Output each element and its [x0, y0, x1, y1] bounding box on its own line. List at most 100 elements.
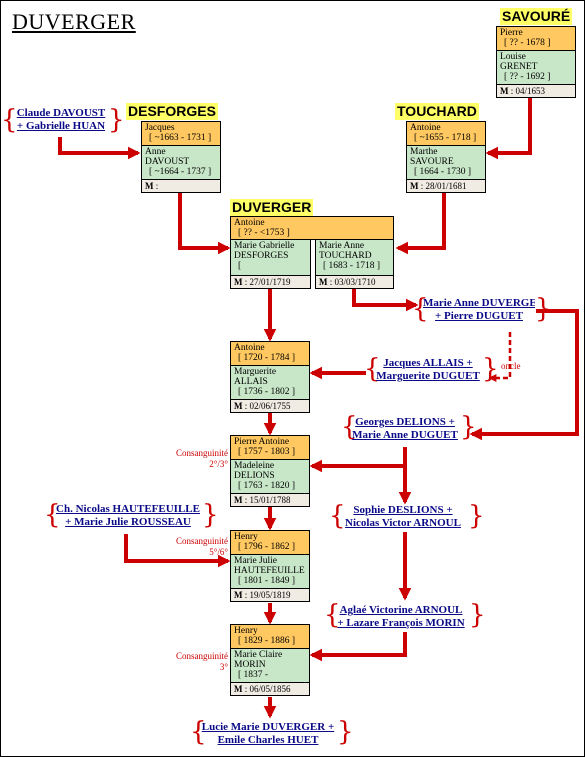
link-line-2: Marguerite DUGUET [376, 370, 480, 382]
link-davoust-huan[interactable]: Claude DAVOUST + Gabrielle HUAN [12, 107, 110, 133]
consanguinity-label: Consanguinité [176, 651, 228, 661]
oncle-label: oncle [501, 361, 521, 371]
marriage-label: M [234, 590, 243, 600]
link-allais-duguet[interactable]: Jacques ALLAIS + Marguerite DUGUET [372, 357, 484, 383]
husband-years: [ 1829 - 1886 ] [238, 636, 295, 646]
husband-years: [ 1757 - 1803 ] [238, 447, 295, 457]
brace-left-icon: { [329, 501, 346, 531]
marriage-date: : 28/01/1681 [418, 181, 467, 191]
brace-left-icon: { [44, 500, 61, 530]
marriage-label: M [319, 277, 328, 287]
arrow-mad-delions [469, 309, 579, 441]
link-line-2: + Pierre DUGUET [435, 310, 523, 322]
consanguinity-note-henry1: Consanguinité 5°/6° [160, 536, 228, 558]
wife-first-name: Marie Gabrielle [234, 241, 295, 251]
wife-last-name: SAVOURÉ [410, 157, 454, 167]
marriage-label: M [410, 181, 419, 191]
marriage-cell: M : 19/05/1819 [231, 589, 309, 601]
couple-box-desforges: Jacques [ ~1663 - 1731 ] Anne DAVOUST [ … [141, 121, 221, 193]
arrow-davoust-desforges [58, 137, 141, 160]
brace-left-icon: { [1, 105, 18, 135]
dashed-arrow-oncle [488, 332, 512, 383]
wife-first-name: Marthe [410, 147, 438, 157]
marriage-cell: M : 27/01/1719 [231, 276, 310, 288]
link-line-2: + Marie Julie ROUSSEAU [65, 516, 191, 528]
link-line-1: Jacques ALLAIS + [383, 357, 473, 369]
marriage-label: M [234, 684, 243, 694]
brace-left-icon: { [341, 412, 358, 442]
wife-box-marie-gabrielle: Marie Gabrielle DESFORGES [ M : 27/01/17… [230, 239, 311, 289]
wife-cell: Marie Gabrielle DESFORGES [ [231, 240, 310, 276]
link-line-2: Nicolas Victor ARNOUL [345, 517, 461, 529]
husband-cell: Antoine [ ~1655 - 1718 ] [407, 122, 485, 146]
arrow-w2-mad [352, 288, 419, 312]
marriage-cell: M : 06/05/1856 [231, 683, 309, 695]
marriage-cell: M : 28/01/1681 [407, 180, 485, 192]
arrow-delions-pierre [309, 447, 407, 473]
marriage-date: : [153, 181, 159, 191]
husband-name: Pierre [500, 28, 523, 38]
wife-cell: Madeleine DELIONS [ 1763 - 1820 ] [231, 460, 309, 494]
link-deslions-arnoul[interactable]: Sophie DESLIONS + Nicolas Victor ARNOUL [337, 504, 469, 530]
wife-years: [ 1736 - 1802 ] [238, 387, 295, 397]
brace-right-icon: } [202, 500, 219, 530]
wife-years: [ ?? - 1692 ] [504, 72, 551, 82]
wife-first-name: Anne [145, 147, 166, 157]
wife-last-name: DELIONS [234, 471, 275, 481]
husband-years: [ ~1655 - 1718 ] [414, 133, 477, 143]
couple-box-savoure: Pierre [ ?? - 1678 ] Louise GRENET [ ?? … [496, 26, 576, 98]
wife-first-name: Marie Claire [234, 650, 283, 660]
link-lucie-huet[interactable]: Lucie Marie DUVERGER + Emile Charles HUE… [198, 721, 338, 747]
family-label-duverger: DUVERGER [230, 199, 314, 216]
husband-name: Jacques [145, 123, 175, 133]
link-line-1: Ch. Nicolas HAUTEFEUILLE [56, 503, 200, 515]
link-line-2: + Gabrielle HUAN [16, 120, 106, 132]
brace-left-icon: { [190, 717, 207, 747]
marriage-label: M [234, 401, 243, 411]
consanguinity-note-pierre: Consanguinité 2°/3° [160, 448, 228, 470]
husband-years: [ 1796 - 1862 ] [238, 542, 295, 552]
brace-left-icon: { [364, 354, 381, 384]
wife-cell: Marguerite ALLAIS [ 1736 - 1802 ] [231, 366, 309, 400]
wife-cell: Marie Julie HAUTEFEUILLE [ 1801 - 1849 ] [231, 555, 309, 589]
husband-cell: Henry [ 1796 - 1862 ] [231, 531, 309, 555]
link-hautefeuille-rousseau[interactable]: Ch. Nicolas HAUTEFEUILLE + Marie Julie R… [53, 503, 203, 529]
wife-years: [ 1837 - [238, 670, 269, 680]
consanguinity-degree: 5°/6° [209, 547, 228, 557]
couple-box-pierre-delions: Pierre Antoine [ 1757 - 1803 ] Madeleine… [230, 435, 310, 507]
wife-last-name: DAVOUST [145, 157, 190, 167]
consanguinity-label: Consanguinité [176, 448, 228, 458]
husband-cell: Pierre Antoine [ 1757 - 1803 ] [231, 436, 309, 460]
brace-right-icon: } [108, 105, 125, 135]
marriage-label: M [234, 277, 243, 287]
couple-box-henry-morin: Henry [ 1829 - 1886 ] Marie Claire MORIN… [230, 624, 310, 696]
wife-box-marie-anne: Marie Anne TOUCHARD [ 1683 - 1718 ] M : … [315, 239, 394, 289]
husband-cell: Antoine [ 1720 - 1784 ] [231, 342, 309, 366]
husband-name: Antoine [234, 218, 265, 228]
brace-left-icon: { [324, 600, 341, 630]
arrow-desforges-duverger [178, 193, 231, 255]
brace-right-icon: } [535, 294, 552, 324]
link-line-1: Aglaé Victorine ARNOUL [339, 604, 463, 616]
consanguinity-degree: 3° [219, 662, 228, 672]
husband-name: Henry [234, 532, 258, 542]
wife-first-name: Marie Julie [234, 556, 278, 566]
consanguinity-note-henry2: Consanguinité 3° [160, 651, 228, 673]
wife-first-name: Marguerite [234, 367, 277, 377]
brace-left-icon: { [412, 294, 429, 324]
link-marie-anne-duverger[interactable]: Marie Anne DUVERGER + Pierre DUGUET [423, 297, 535, 323]
link-delions-duguet[interactable]: Georges DELIONS + Marie Anne DUGUET [349, 416, 461, 442]
family-label-touchard: TOUCHARD [395, 103, 479, 120]
marriage-cell: M : 04/1653 [497, 85, 575, 97]
wife-last-name: ALLAIS [234, 377, 268, 387]
marriage-label: M [500, 86, 509, 96]
marriage-label: M [234, 495, 243, 505]
marriage-cell: M : [142, 180, 220, 192]
link-arnoul-morin[interactable]: Aglaé Victorine ARNOUL + Lazare François… [332, 604, 470, 630]
husband-cell: Henry [ 1829 - 1886 ] [231, 625, 309, 649]
husband-years: [ ?? - <1753 ] [238, 228, 290, 238]
marriage-cell: M : 15/01/1788 [231, 494, 309, 506]
brace-right-icon: } [469, 600, 486, 630]
wife-years: [ 1763 - 1820 ] [238, 481, 295, 491]
